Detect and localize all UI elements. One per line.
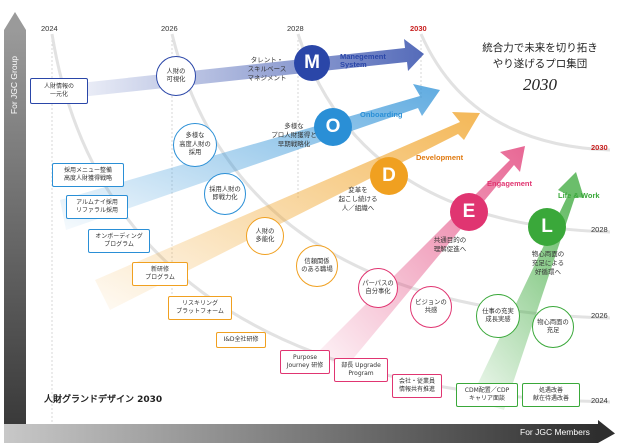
- pillar-m-circle: M: [294, 45, 330, 81]
- arrow-e-label: 共通目的の 理解促進へ: [433, 236, 467, 253]
- circle-m-visualization: 人財の 可視化: [156, 56, 196, 96]
- box-e-upgrade: 部長 Upgrade Program: [334, 358, 388, 382]
- slogan: 統合力で未来を切り拓き やり遂げるプロ集団 2030: [470, 40, 610, 95]
- slogan-line-2: やり遂げるプロ集団: [492, 58, 588, 71]
- circle-l-fulfillment: 仕事の充実 成長実感: [476, 294, 520, 338]
- box-m-central-data: 人財情報の 一元化: [30, 78, 88, 104]
- pillar-l-circle: L: [528, 208, 566, 246]
- x-axis-band: [4, 424, 598, 443]
- pillar-d-title: Development: [416, 153, 464, 162]
- pillar-l-title: Life & Work: [558, 191, 600, 200]
- slogan-year: 2030: [523, 74, 557, 94]
- circle-o-ready: 採用人財の 即戦力化: [204, 173, 246, 215]
- pillar-o-title: Onboarding: [360, 110, 403, 119]
- x-axis-label: For JGC Members: [520, 427, 590, 437]
- box-e-info-share: 会社・従業員 情報共有推進: [392, 374, 442, 398]
- circle-e-purpose: パーパスの 自分事化: [358, 268, 398, 308]
- box-d-reskilling: リスキリング プラットフォーム: [168, 296, 232, 320]
- x-axis-arrowhead: [598, 420, 615, 443]
- year-right-2026: 2026: [591, 311, 608, 320]
- arrow-m: [52, 39, 424, 100]
- year-right-2024: 2024: [591, 396, 608, 405]
- pillar-e-circle: E: [450, 193, 488, 231]
- y-axis-arrowhead: [4, 12, 26, 30]
- arrow-o-label: 多様な プロ人財獲得と 早期戦略化: [271, 122, 317, 148]
- box-e-purpose-journey: Purpose Journey 研修: [280, 350, 330, 374]
- box-l-cdm: CDM配置／CDP キャリア面談: [456, 383, 518, 407]
- box-d-training: 新研修 プログラム: [132, 262, 188, 286]
- arrow-d-label: 変革を 起こし続ける 人／組織へ: [338, 186, 378, 212]
- box-d-ind-training: I&D全社研修: [216, 332, 266, 348]
- circle-o-recruit: 多様な 高度人財の 採用: [173, 123, 217, 167]
- box-o-alumni: アルムナイ採用 リファラル採用: [66, 195, 128, 219]
- circle-d-multiskill: 人財の 多能化: [246, 217, 284, 255]
- arrow-m-label: タレント・ スキルベース マネジメント: [247, 56, 287, 82]
- box-o-recruit-menu: 採用メニュー整備 高度人財獲得戦略: [52, 163, 124, 187]
- box-l-compensation: 処遇改善 献在待遇改善: [522, 383, 580, 407]
- y-axis-label: For JGC Group: [9, 55, 19, 115]
- pillar-e-title: Engagement: [487, 179, 533, 188]
- pillar-o-circle: O: [314, 108, 352, 146]
- year-top-2026: 2026: [161, 24, 178, 33]
- circle-l-balance: 物心両面の 充足: [532, 306, 574, 348]
- arrow-l-label: 物心両面の 充足による 好循環へ: [531, 250, 565, 276]
- pillar-m-title: Manegement System: [340, 52, 386, 70]
- circle-d-trust: 信頼関係 のある職場: [296, 245, 338, 287]
- footer-title: 人財グランドデザイン 2030: [44, 395, 163, 405]
- pillar-d-circle: D: [370, 157, 408, 195]
- year-top-2030: 2030: [410, 24, 427, 33]
- slogan-line-1: 統合力で未来を切り拓き: [482, 42, 598, 54]
- year-top-2024: 2024: [41, 24, 58, 33]
- year-top-2028: 2028: [287, 24, 304, 33]
- y-axis-band: [4, 30, 26, 424]
- year-right-2030: 2030: [591, 143, 608, 152]
- circle-e-vision: ビジョンの 共感: [410, 286, 452, 328]
- box-o-onboarding: オンボーディング プログラム: [88, 229, 150, 253]
- year-right-2028: 2028: [591, 225, 608, 234]
